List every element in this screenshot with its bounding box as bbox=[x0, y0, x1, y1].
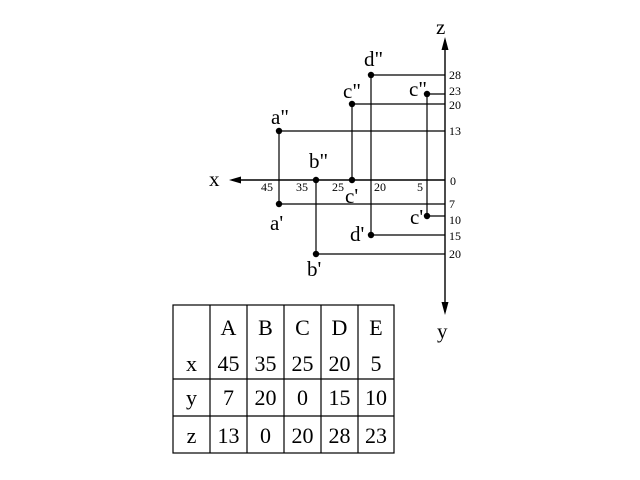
table-header-b: B bbox=[258, 315, 273, 340]
point-b-front bbox=[312, 250, 320, 258]
x-tick-labels: 45 35 25 20 5 bbox=[261, 180, 423, 194]
table-cell: 10 bbox=[365, 385, 387, 410]
point-c-top bbox=[348, 100, 356, 108]
label-c-top: c" bbox=[343, 79, 361, 103]
y-tick-10: 10 bbox=[449, 213, 461, 227]
z-tick-20: 20 bbox=[449, 98, 461, 112]
label-c-front: c' bbox=[345, 184, 358, 208]
projection-points bbox=[275, 71, 431, 258]
z-tick-28: 28 bbox=[449, 68, 461, 82]
z-tick-labels: 28 23 20 13 bbox=[449, 68, 461, 138]
x-axis-label: x bbox=[209, 167, 220, 191]
table-cell: 45 bbox=[218, 351, 240, 376]
table-cell: 13 bbox=[218, 423, 240, 448]
coordinate-table: A B C D E x 45 35 25 20 5 y 7 20 0 15 10… bbox=[172, 304, 395, 454]
axis-labels: x z y 0 bbox=[209, 15, 456, 343]
point-e-front bbox=[423, 212, 431, 220]
axes bbox=[229, 37, 449, 315]
label-b-front: b' bbox=[307, 257, 321, 281]
table-row-label-y: y bbox=[186, 385, 197, 410]
x-tick-45: 45 bbox=[261, 180, 273, 194]
table-cell: 25 bbox=[292, 351, 314, 376]
table-header-d: D bbox=[332, 315, 348, 340]
table-row-label-x: x bbox=[186, 351, 197, 376]
point-c-front bbox=[348, 176, 356, 184]
y-tick-20: 20 bbox=[449, 247, 461, 261]
label-d-top: d" bbox=[364, 47, 383, 71]
table-cell: 5 bbox=[371, 351, 382, 376]
table-cell: 35 bbox=[255, 351, 277, 376]
y-tick-labels: 7 10 15 20 bbox=[449, 197, 461, 261]
label-a-front: a' bbox=[270, 211, 283, 235]
z-axis-label: z bbox=[436, 15, 445, 39]
label-d-front: d' bbox=[350, 222, 364, 246]
label-e-front: c' bbox=[410, 205, 423, 229]
y-axis-label: y bbox=[437, 319, 448, 343]
table-header-e: E bbox=[369, 315, 382, 340]
z-tick-23: 23 bbox=[449, 84, 461, 98]
point-b-top bbox=[312, 176, 320, 184]
label-a-top: a" bbox=[271, 105, 289, 129]
point-e-top bbox=[423, 90, 431, 98]
table-cell: 20 bbox=[255, 385, 277, 410]
z-tick-13: 13 bbox=[449, 124, 461, 138]
y-tick-7: 7 bbox=[449, 197, 455, 211]
point-a-top bbox=[275, 127, 283, 135]
table-row-label-z: z bbox=[187, 423, 197, 448]
table-cell: 0 bbox=[297, 385, 308, 410]
origin-label: 0 bbox=[450, 174, 456, 188]
projection-lines bbox=[278, 74, 445, 255]
table-header-c: C bbox=[295, 315, 310, 340]
table-header-a: A bbox=[221, 315, 237, 340]
y-tick-15: 15 bbox=[449, 229, 461, 243]
x-tick-25: 25 bbox=[332, 180, 344, 194]
point-d-top bbox=[367, 71, 375, 79]
point-d-front bbox=[367, 231, 375, 239]
label-e-top: c" bbox=[409, 77, 427, 101]
x-tick-35: 35 bbox=[296, 180, 308, 194]
x-tick-20: 20 bbox=[374, 180, 386, 194]
table-cell: 20 bbox=[292, 423, 314, 448]
point-a-front bbox=[275, 200, 283, 208]
z-axis-arrow bbox=[441, 37, 449, 50]
x-axis-arrow bbox=[229, 176, 241, 184]
x-tick-5: 5 bbox=[417, 180, 423, 194]
point-labels: a" a' b" b' c" c' d" d' c" c' bbox=[270, 47, 427, 281]
label-b-top: b" bbox=[309, 149, 328, 173]
table-cell: 20 bbox=[329, 351, 351, 376]
table-cell: 15 bbox=[329, 385, 351, 410]
table-cell: 28 bbox=[329, 423, 351, 448]
table-cell: 0 bbox=[260, 423, 271, 448]
table-cell: 7 bbox=[223, 385, 234, 410]
table-cell: 23 bbox=[365, 423, 387, 448]
y-axis-arrow bbox=[441, 302, 449, 315]
